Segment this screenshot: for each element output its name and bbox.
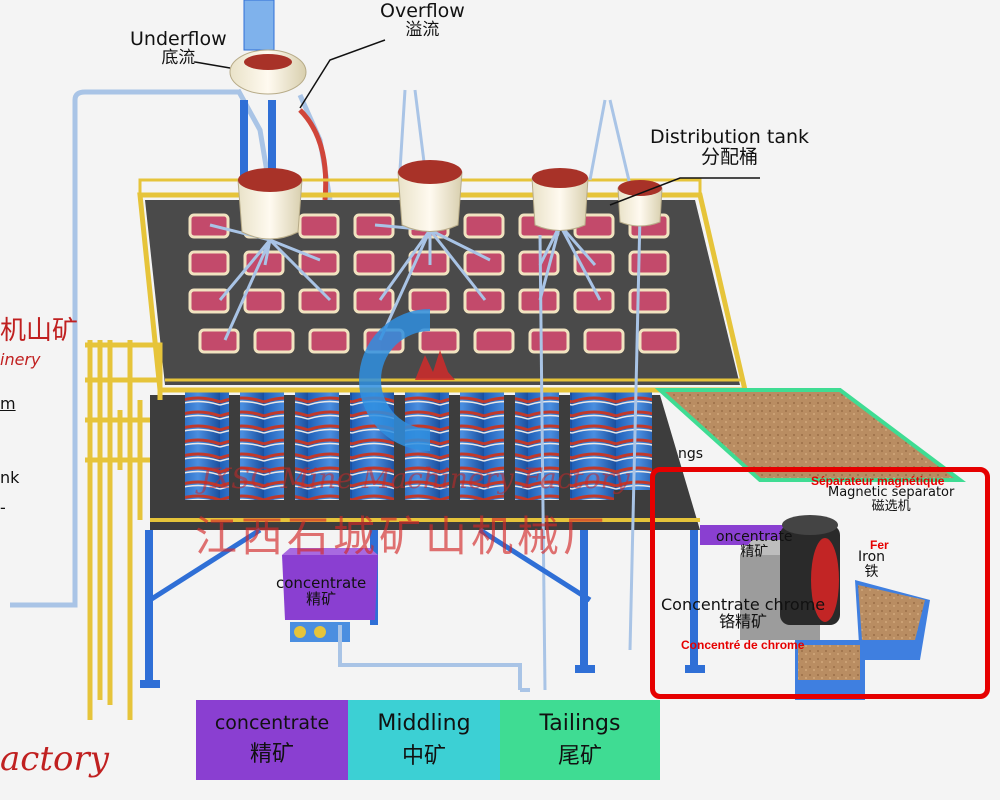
french-fer-label: Fer	[870, 538, 889, 552]
distribution-pipes	[209, 89, 642, 691]
concentrate-chrome-label: Concentrate chrome 铬精矿	[661, 595, 826, 631]
legend-middling-zh: 中矿	[401, 743, 446, 769]
legend-tailings-zh: 尾矿	[557, 743, 602, 769]
legend-tailings: Tailings 尾矿	[500, 700, 660, 780]
tailings-partial-label: ngs	[678, 446, 704, 462]
left-partial-label-2: nk	[0, 468, 20, 487]
underflow-label-zh: 底流	[161, 47, 196, 68]
left-partial-label-3: -	[0, 498, 6, 517]
tailings-tray	[654, 388, 966, 482]
concentrate-chrome-label-zh: 铬精矿	[719, 611, 768, 631]
iron-label: Iron 铁	[858, 550, 885, 579]
magsep-label-en: Magnetic separator	[828, 485, 955, 500]
concentrate-tank-label-en: concentrate	[276, 574, 367, 592]
leader-lines	[194, 39, 760, 206]
legend-tailings-en: Tailings	[539, 710, 621, 736]
concentrate-chrome-label-en: Concentrate chrome	[661, 595, 826, 614]
legend-middling: Middling 中矿	[348, 700, 500, 780]
underflow-label: Underflow 底流	[130, 28, 227, 68]
left-partial-label-1: m	[0, 394, 16, 413]
concentrate-side-label-en: oncentrate	[716, 529, 793, 545]
iron-label-zh: 铁	[864, 563, 879, 580]
overflow-label-en: Overflow	[380, 0, 465, 22]
concentrate-side-label-zh: 精矿	[740, 543, 769, 560]
legend-concentrate-en: concentrate	[214, 712, 330, 734]
cyclone-tower	[229, 0, 307, 200]
distribution-tank-label-zh: 分配桶	[701, 145, 759, 168]
stairs	[85, 340, 163, 720]
overflow-label: Overflow 溢流	[380, 0, 465, 40]
underflow-label-en: Underflow	[130, 28, 227, 50]
iron-label-en: Iron	[858, 549, 886, 565]
concentrate-tank-label: concentrate 精矿	[276, 574, 367, 608]
highlight-frame	[650, 467, 990, 699]
left-partial-label-4: inery	[0, 350, 41, 369]
overflow-label-zh: 溢流	[405, 19, 440, 40]
legend-concentrate: concentrate 精矿	[196, 700, 348, 780]
magsep-label-zh: 磁选机	[871, 498, 911, 514]
magnetic-separator	[700, 515, 930, 700]
left-red-zh-label: 机山矿	[0, 316, 79, 346]
distribution-tanks	[237, 160, 663, 240]
watermark-en: JXSC Mine Machinery Factory	[200, 462, 630, 495]
factory-logo	[359, 309, 455, 451]
concentrate-tank	[282, 548, 378, 667]
concentrate-side-label: oncentrate 精矿	[716, 530, 793, 559]
legend-middling-en: Middling	[377, 710, 471, 736]
distribution-tank-label-en: Distribution tank	[650, 126, 810, 148]
watermark-zh: 江西石城矿山机械厂	[195, 512, 610, 561]
french-concentre-label: Concentré de chrome	[681, 638, 805, 652]
magsep-label: Magnetic separator 磁选机	[828, 486, 954, 513]
factory-partial-label: actory	[0, 739, 109, 779]
distribution-tank-label: Distribution tank 分配桶	[650, 126, 810, 168]
overflow-pipe	[298, 108, 329, 201]
concentrate-tank-label-zh: 精矿	[306, 589, 337, 608]
french-separateur-label: Séparateur magnétique	[811, 474, 945, 488]
spiral-chutes	[185, 390, 652, 500]
legend-concentrate-zh: 精矿	[249, 742, 294, 767]
